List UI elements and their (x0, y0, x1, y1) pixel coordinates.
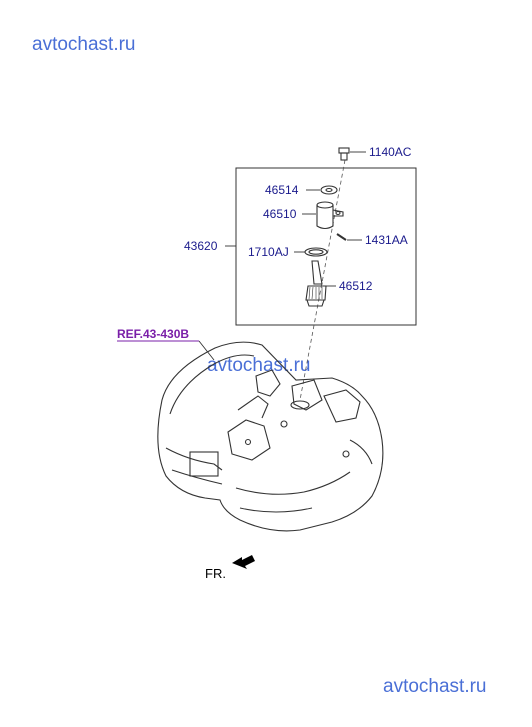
label-sleeve: 46510 (263, 207, 297, 221)
pin-icon (336, 233, 347, 241)
label-bolt: 1140AC (369, 145, 412, 159)
watermark-middle: avtochast.ru (207, 355, 311, 376)
assembly-box (235, 167, 417, 326)
label-pin: 1431AA (365, 233, 408, 247)
label-gear: 46512 (339, 279, 373, 293)
o-ring-icon (304, 247, 328, 257)
washer-icon (320, 185, 338, 195)
bolt-icon (338, 147, 350, 161)
reference-label: REF.43-430B (117, 327, 189, 341)
sleeve-icon (316, 201, 344, 230)
label-o-ring: 1710AJ (248, 245, 289, 259)
front-label: FR. (205, 566, 226, 581)
transmission-housing (157, 341, 384, 532)
leader-reference (198, 340, 215, 361)
watermark-bottom: avtochast.ru (383, 676, 487, 697)
center-axis (299, 159, 346, 401)
gear-icon (305, 260, 327, 307)
label-assembly: 43620 (184, 239, 218, 253)
label-washer: 46514 (265, 183, 299, 197)
watermark-top: avtochast.ru (32, 34, 136, 55)
front-arrow-icon (232, 555, 255, 569)
